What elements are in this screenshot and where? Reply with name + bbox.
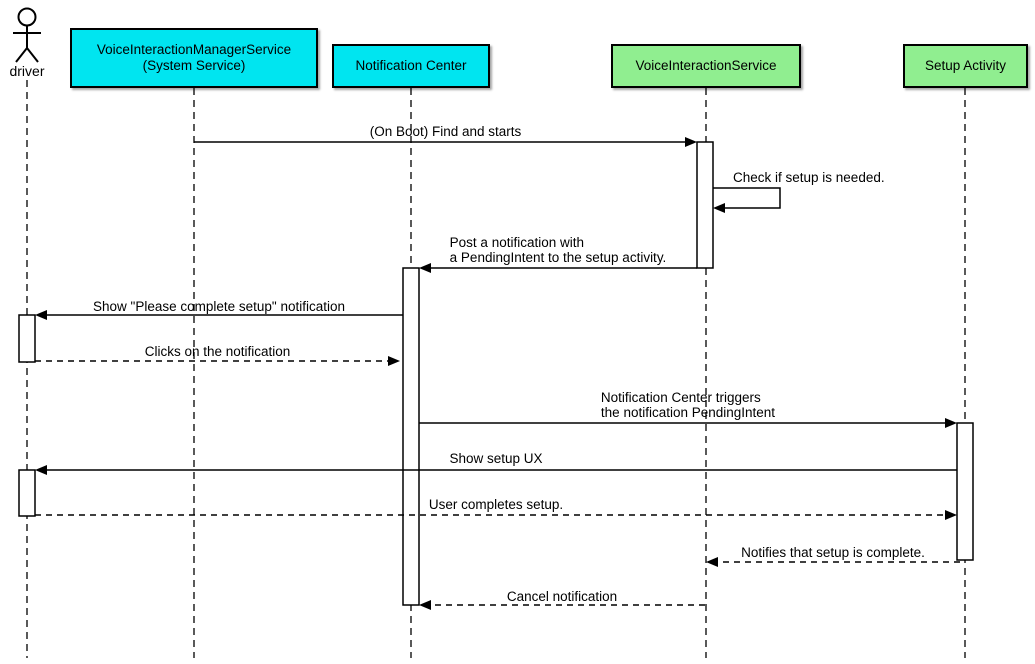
actor-head xyxy=(17,7,37,27)
activation-bar-setup-activity xyxy=(956,422,974,561)
arrowhead-left-9 xyxy=(706,557,718,567)
participant-box-setup-activity: Setup Activity xyxy=(903,44,1028,88)
actor-figure xyxy=(13,7,41,63)
actor-label: driver xyxy=(9,63,45,79)
activation-bar-notification-center xyxy=(402,267,420,606)
arrowhead-right-6 xyxy=(945,418,957,428)
arrowhead-left-3 xyxy=(419,263,431,273)
arrowhead-left-7 xyxy=(35,465,47,475)
arrow-check-if-setup-needed-self xyxy=(713,187,781,209)
message-label-check-if-setup-needed: Check if setup is needed. xyxy=(733,170,885,185)
participant-box-voice-interaction-service: VoiceInteractionService xyxy=(611,44,801,88)
message-label-triggers-pendingintent: Notification Center triggers the notific… xyxy=(419,390,957,420)
message-text: Post a notification with a PendingIntent… xyxy=(449,235,667,265)
message-label-show-complete-setup-notification: Show "Please complete setup" notificatio… xyxy=(93,299,345,314)
arrowhead-left-10 xyxy=(419,600,431,610)
message-label-on-boot-find-and-starts: (On Boot) Find and starts xyxy=(369,124,522,139)
arrowhead-left-4 xyxy=(35,310,47,320)
arrowhead-right-8 xyxy=(945,510,957,520)
message-label-show-setup-ux: Show setup UX xyxy=(449,451,543,466)
activation-bar-driver-1 xyxy=(18,314,36,363)
participant-box-vims: VoiceInteractionManagerService (System S… xyxy=(70,28,318,88)
message-label-cancel-notification: Cancel notification xyxy=(506,589,618,604)
activation-bar-voice-interaction-service xyxy=(696,141,714,269)
message-text: Notification Center triggers the notific… xyxy=(600,390,776,420)
message-label-user-completes-setup: User completes setup. xyxy=(428,497,564,512)
message-label-post-notification: Post a notification with a PendingIntent… xyxy=(419,235,697,265)
message-label-clicks-on-notification: Clicks on the notification xyxy=(144,344,291,359)
participant-box-notification-center: Notification Center xyxy=(332,44,490,88)
arrowhead-right-5 xyxy=(388,356,400,366)
message-label-notifies-setup-complete: Notifies that setup is complete. xyxy=(741,545,925,560)
arrowhead-left-2 xyxy=(713,203,725,213)
arrowhead-right-1 xyxy=(685,137,697,147)
activation-bar-driver-2 xyxy=(18,469,36,517)
